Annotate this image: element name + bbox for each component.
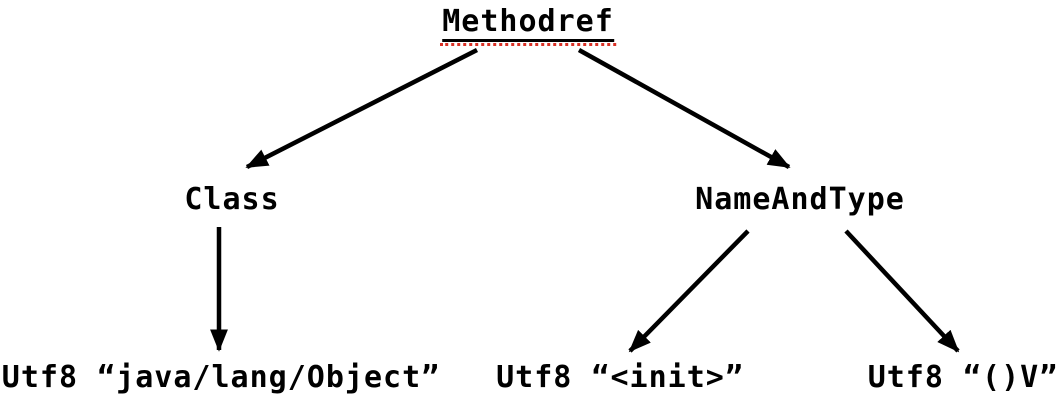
node-methodref: Methodref bbox=[440, 5, 616, 46]
node-methodref-label: Methodref bbox=[440, 5, 616, 46]
edge-methodref-class bbox=[245, 47, 479, 170]
edge-nameandtype-utf8-init bbox=[628, 229, 750, 353]
node-utf8-java-lang-object-label: Utf8 “java/lang/Object” bbox=[1, 360, 441, 395]
edge-nameandtype-utf8-v bbox=[844, 229, 960, 353]
node-utf8-v-label: Utf8 “()V” bbox=[867, 360, 1059, 395]
edge-methodref-nameandtype bbox=[577, 48, 791, 169]
node-class-label: Class bbox=[184, 182, 280, 217]
node-utf8-java-lang-object: Utf8 “java/lang/Object” bbox=[2, 361, 440, 394]
node-class: Class bbox=[184, 183, 279, 216]
node-utf8-init: Utf8 “<init>” bbox=[496, 361, 744, 394]
node-utf8-v: Utf8 “()V” bbox=[868, 361, 1059, 394]
node-nameandtype-label: NameAndType bbox=[695, 182, 905, 217]
node-utf8-init-label: Utf8 “<init>” bbox=[496, 360, 744, 395]
node-nameandtype: NameAndType bbox=[695, 183, 905, 216]
